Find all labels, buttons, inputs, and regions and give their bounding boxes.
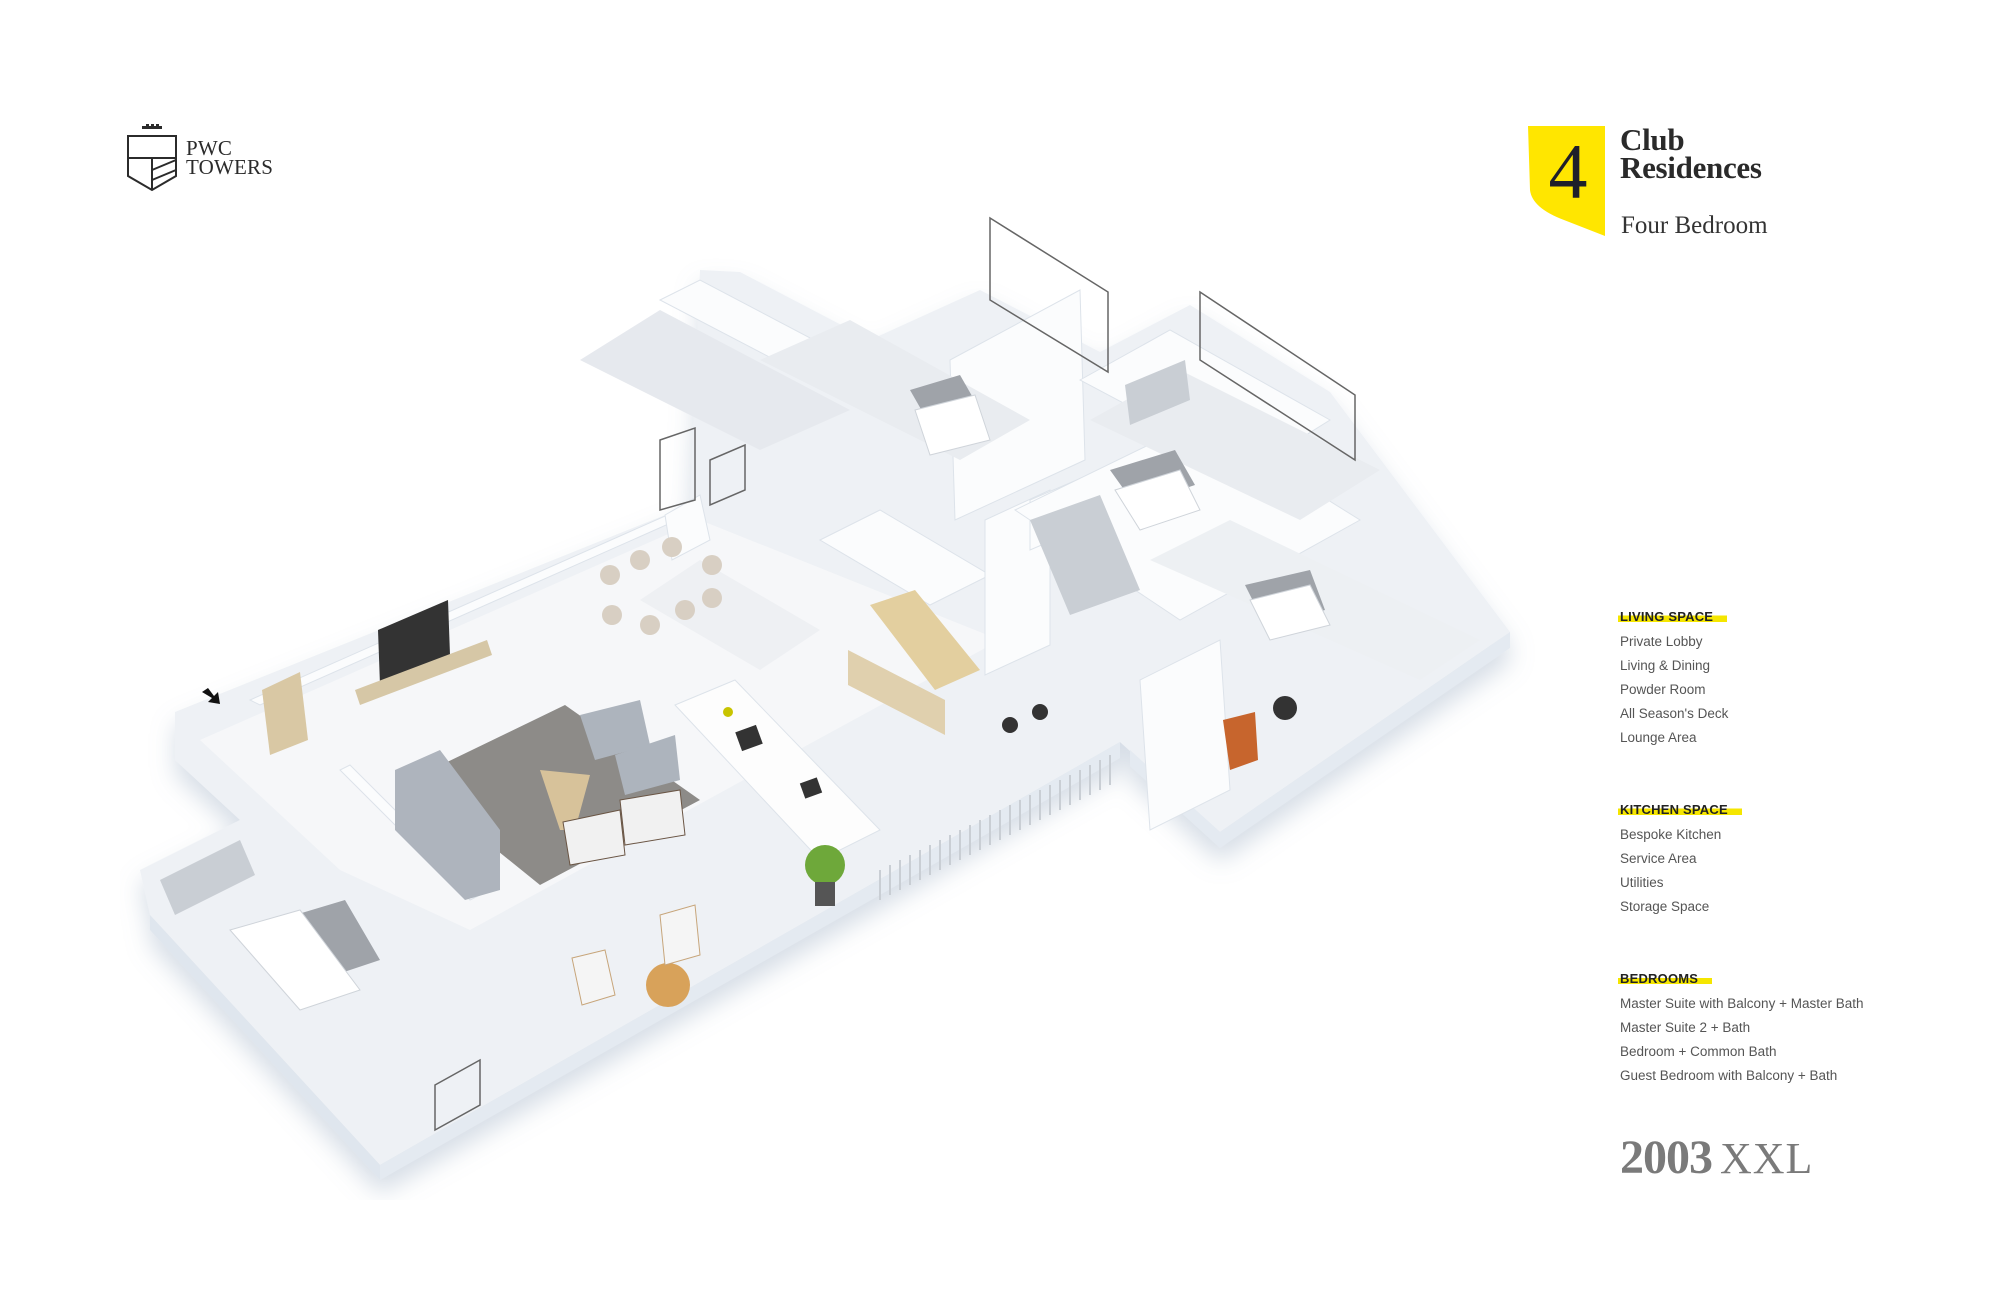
section-heading: LIVING SPACE bbox=[1618, 609, 1728, 624]
section-heading: BEDROOMS bbox=[1618, 971, 1713, 986]
bedrooms-section: BEDROOMS Master Suite with Balcony + Mas… bbox=[1618, 970, 1864, 1088]
list-item: Bedroom + Common Bath bbox=[1620, 1044, 1777, 1059]
list-item: Living & Dining bbox=[1620, 658, 1711, 673]
unit-type: XXL bbox=[1720, 1134, 1814, 1183]
list-item: Lounge Area bbox=[1620, 730, 1697, 745]
badge-background-icon bbox=[1528, 126, 1605, 236]
list-item: Service Area bbox=[1620, 851, 1697, 866]
list-item: Guest Bedroom with Balcony + Bath bbox=[1620, 1068, 1838, 1083]
section-heading: KITCHEN SPACE bbox=[1618, 802, 1742, 817]
floor-plan-image bbox=[140, 216, 1510, 1180]
page-title: Club Residences bbox=[1620, 122, 1762, 185]
list-item: Master Suite with Balcony + Master Bath bbox=[1620, 996, 1864, 1011]
brand-line1: PWC bbox=[186, 136, 233, 160]
list-item: Storage Space bbox=[1620, 899, 1710, 914]
shield-crest-icon bbox=[127, 124, 177, 192]
living-space-section: LIVING SPACE Private Lobby Living & Dini… bbox=[1618, 608, 1729, 750]
unit-number: 2003 bbox=[1620, 1131, 1713, 1184]
brand-line2: TOWERS bbox=[186, 155, 274, 179]
kitchen-space-section: KITCHEN SPACE Bespoke Kitchen Service Ar… bbox=[1618, 801, 1742, 919]
list-item: Master Suite 2 + Bath bbox=[1620, 1020, 1751, 1035]
list-item: Private Lobby bbox=[1620, 634, 1703, 649]
list-item: Powder Room bbox=[1620, 682, 1706, 697]
entry-arrow-icon bbox=[202, 688, 220, 704]
title-line2: Residences bbox=[1620, 150, 1762, 185]
brand-logo: PWC TOWERS bbox=[126, 124, 273, 192]
bedroom-count: 4 bbox=[1548, 128, 1588, 215]
subtitle: Four Bedroom bbox=[1621, 212, 1768, 239]
list-item: All Season's Deck bbox=[1620, 706, 1729, 721]
title-line1: Club bbox=[1620, 122, 1685, 157]
list-item: Bespoke Kitchen bbox=[1620, 827, 1722, 842]
list-item: Utilities bbox=[1620, 875, 1664, 890]
